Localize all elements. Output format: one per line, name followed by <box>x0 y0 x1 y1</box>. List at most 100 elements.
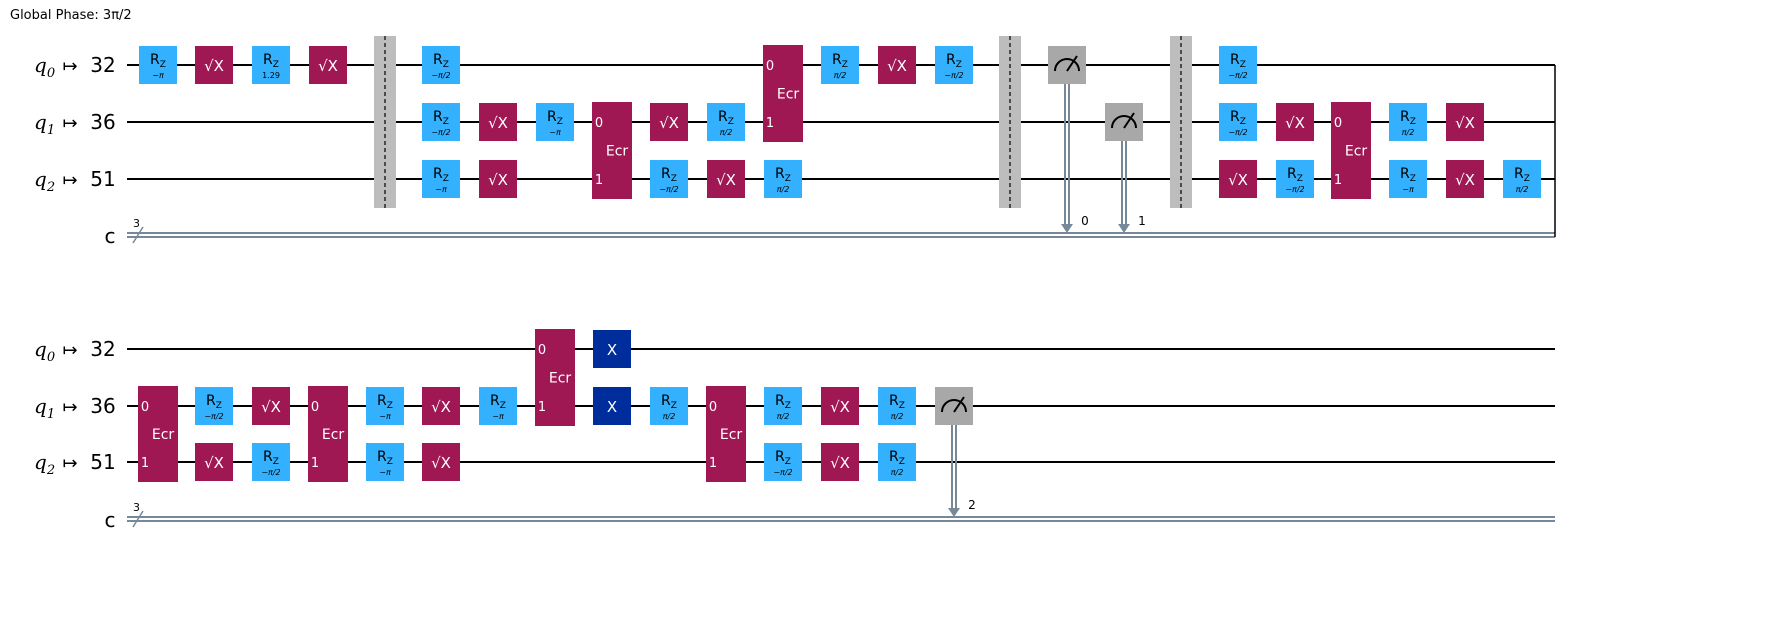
sx-gate: √X <box>821 443 859 481</box>
sx-gate-box <box>821 443 859 481</box>
sx-gate: √X <box>1219 160 1257 198</box>
x-gate-label: X <box>607 398 617 416</box>
rz-gate: RZπ/2 <box>1389 103 1427 141</box>
measure-gate: 1 <box>1105 103 1146 233</box>
rz-gate-param: −π <box>492 412 504 421</box>
ecr-pin-label: 1 <box>141 456 149 471</box>
sx-gate-box <box>479 160 517 198</box>
rz-gate: RZ−π <box>366 443 404 481</box>
rz-gate-param: 1.29 <box>262 71 280 80</box>
physical-qubit-label: 36 <box>90 394 115 418</box>
ecr-pin-label: 0 <box>311 400 319 415</box>
x-gate: X <box>593 387 631 425</box>
rz-gate-param: −π <box>1402 185 1414 194</box>
sx-gate-label: √X <box>261 398 281 416</box>
qubit-label: q2 <box>34 167 55 195</box>
sx-gate-label: √X <box>659 114 679 132</box>
physical-qubit-label: 36 <box>90 110 115 134</box>
rz-gate-param: −π/2 <box>659 185 678 194</box>
rz-gate-box <box>536 103 574 141</box>
sx-gate-box <box>422 443 460 481</box>
sx-gate: √X <box>479 103 517 141</box>
measure-bit-label: 0 <box>1081 214 1089 228</box>
mapsto-arrow: ↦ <box>62 56 77 77</box>
rz-gate: RZ−π <box>139 46 177 84</box>
rz-gate: RZ−π/2 <box>1219 103 1257 141</box>
rz-gate-param: −π/2 <box>431 128 450 137</box>
rz-gate-param: −π <box>152 71 164 80</box>
sx-gate-label: √X <box>431 398 451 416</box>
x-gate-box <box>593 387 631 425</box>
rz-gate: RZπ/2 <box>878 443 916 481</box>
rz-gate-box <box>252 46 290 84</box>
measure-gate-box <box>1048 46 1086 84</box>
sx-gate: √X <box>1446 160 1484 198</box>
sx-gate-box <box>650 103 688 141</box>
rz-gate-box <box>1219 46 1257 84</box>
sx-gate: √X <box>252 387 290 425</box>
physical-qubit-label: 32 <box>90 53 115 77</box>
rz-gate-box <box>764 160 802 198</box>
rz-gate: RZ−π/2 <box>650 160 688 198</box>
rz-gate-box <box>1389 103 1427 141</box>
sx-gate: √X <box>479 160 517 198</box>
sx-gate-label: √X <box>488 171 508 189</box>
measure-gate: 0 <box>1048 46 1089 233</box>
rz-gate-param: −π/2 <box>1228 71 1247 80</box>
rz-gate-box <box>252 443 290 481</box>
sx-gate-box <box>195 443 233 481</box>
meter-arc-icon <box>1111 115 1137 129</box>
x-gate-label: X <box>607 341 617 359</box>
sx-gate: √X <box>650 103 688 141</box>
physical-qubit-label: 32 <box>90 337 115 361</box>
rz-gate-param: π/2 <box>777 412 790 421</box>
sx-gate: √X <box>878 46 916 84</box>
rz-gate-box <box>764 387 802 425</box>
sx-gate-box <box>1219 160 1257 198</box>
rz-gate-box <box>366 443 404 481</box>
rz-gate-box <box>422 103 460 141</box>
sx-gate-label: √X <box>431 454 451 472</box>
rz-gate-param: π/2 <box>777 185 790 194</box>
ecr-pin-label: 1 <box>538 400 546 415</box>
rz-gate: RZπ/2 <box>707 103 745 141</box>
sx-gate-label: √X <box>887 57 907 75</box>
rz-gate: RZ−π <box>536 103 574 141</box>
sx-gate: √X <box>707 160 745 198</box>
sx-gate: √X <box>821 387 859 425</box>
sx-gate-box <box>195 46 233 84</box>
ecr-pin-label: 1 <box>311 456 319 471</box>
measure-bit-label: 2 <box>968 498 976 512</box>
rz-gate: RZπ/2 <box>764 387 802 425</box>
rz-gate: RZ−π <box>479 387 517 425</box>
ecr-pin-label: 1 <box>1334 173 1342 188</box>
qubit-label: q1 <box>34 394 55 422</box>
measure-bit-label: 1 <box>1138 214 1146 228</box>
physical-qubit-label: 51 <box>90 450 115 474</box>
rz-gate: RZ−π/2 <box>422 103 460 141</box>
rz-gate: RZ−π/2 <box>764 443 802 481</box>
rz-gate-box <box>650 387 688 425</box>
rz-gate-box <box>139 46 177 84</box>
qubit-label: q0 <box>34 337 55 365</box>
x-gate-box <box>593 330 631 368</box>
rz-gate-param: −π/2 <box>1285 185 1304 194</box>
ecr-gate-label: Ecr <box>152 427 175 443</box>
ecr-pin-label: 1 <box>709 456 717 471</box>
classical-bundle-slash <box>132 510 144 528</box>
rz-gate-param: π/2 <box>1516 185 1529 194</box>
rz-gate: RZ−π/2 <box>935 46 973 84</box>
rz-gate: RZ−π/2 <box>422 46 460 84</box>
mapsto-arrow: ↦ <box>62 453 77 474</box>
ecr-gate-label: Ecr <box>720 427 743 443</box>
rz-gate-param: −π/2 <box>773 468 792 477</box>
global-phase-label: Global Phase: 3π/2 <box>10 8 132 23</box>
rz-gate-box <box>366 387 404 425</box>
meter-needle-icon <box>1066 55 1078 72</box>
